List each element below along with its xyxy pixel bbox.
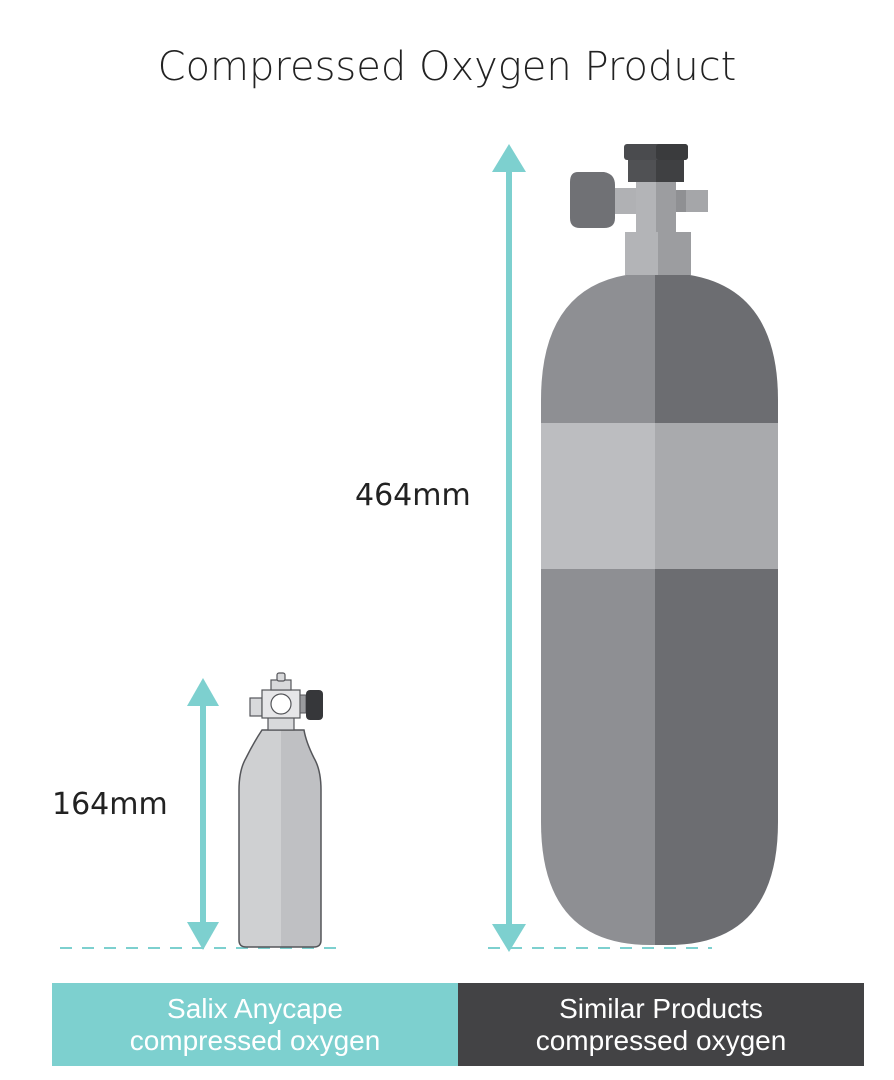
large-height-arrow	[492, 144, 526, 952]
similar-product-label: Similar Products compressed oxygen	[458, 983, 864, 1066]
similar-product-type: compressed oxygen	[535, 1024, 787, 1056]
large-height-label: 464mm	[355, 478, 471, 513]
salix-product-label: Salix Anycape compressed oxygen	[52, 983, 458, 1066]
salix-product-name: Salix Anycape	[167, 992, 343, 1024]
similar-product-name: Similar Products	[559, 992, 763, 1024]
page-title: Compressed Oxygen Product	[157, 44, 737, 90]
large-cylinder	[541, 144, 778, 945]
small-height-arrow	[187, 678, 219, 950]
salix-product-type: compressed oxygen	[129, 1024, 381, 1056]
small-height-label: 164mm	[52, 787, 168, 822]
small-cylinder	[238, 672, 323, 948]
